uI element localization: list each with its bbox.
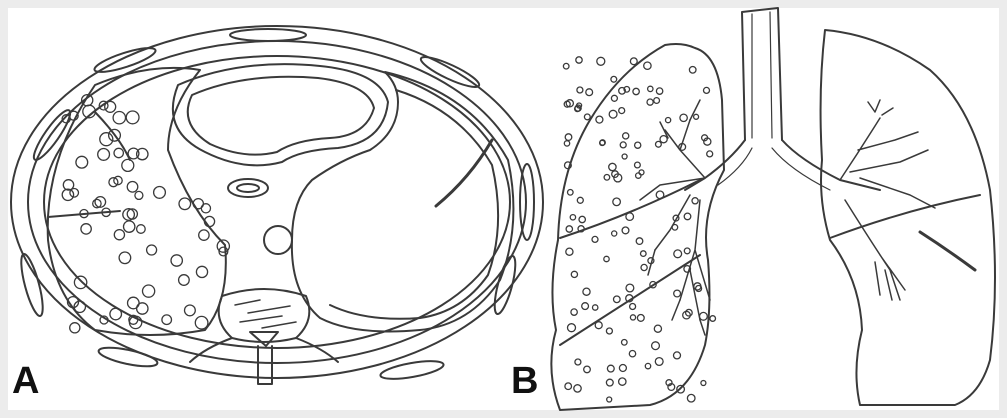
panel-label-a: A xyxy=(12,362,39,400)
panel-label-b: B xyxy=(511,362,538,400)
